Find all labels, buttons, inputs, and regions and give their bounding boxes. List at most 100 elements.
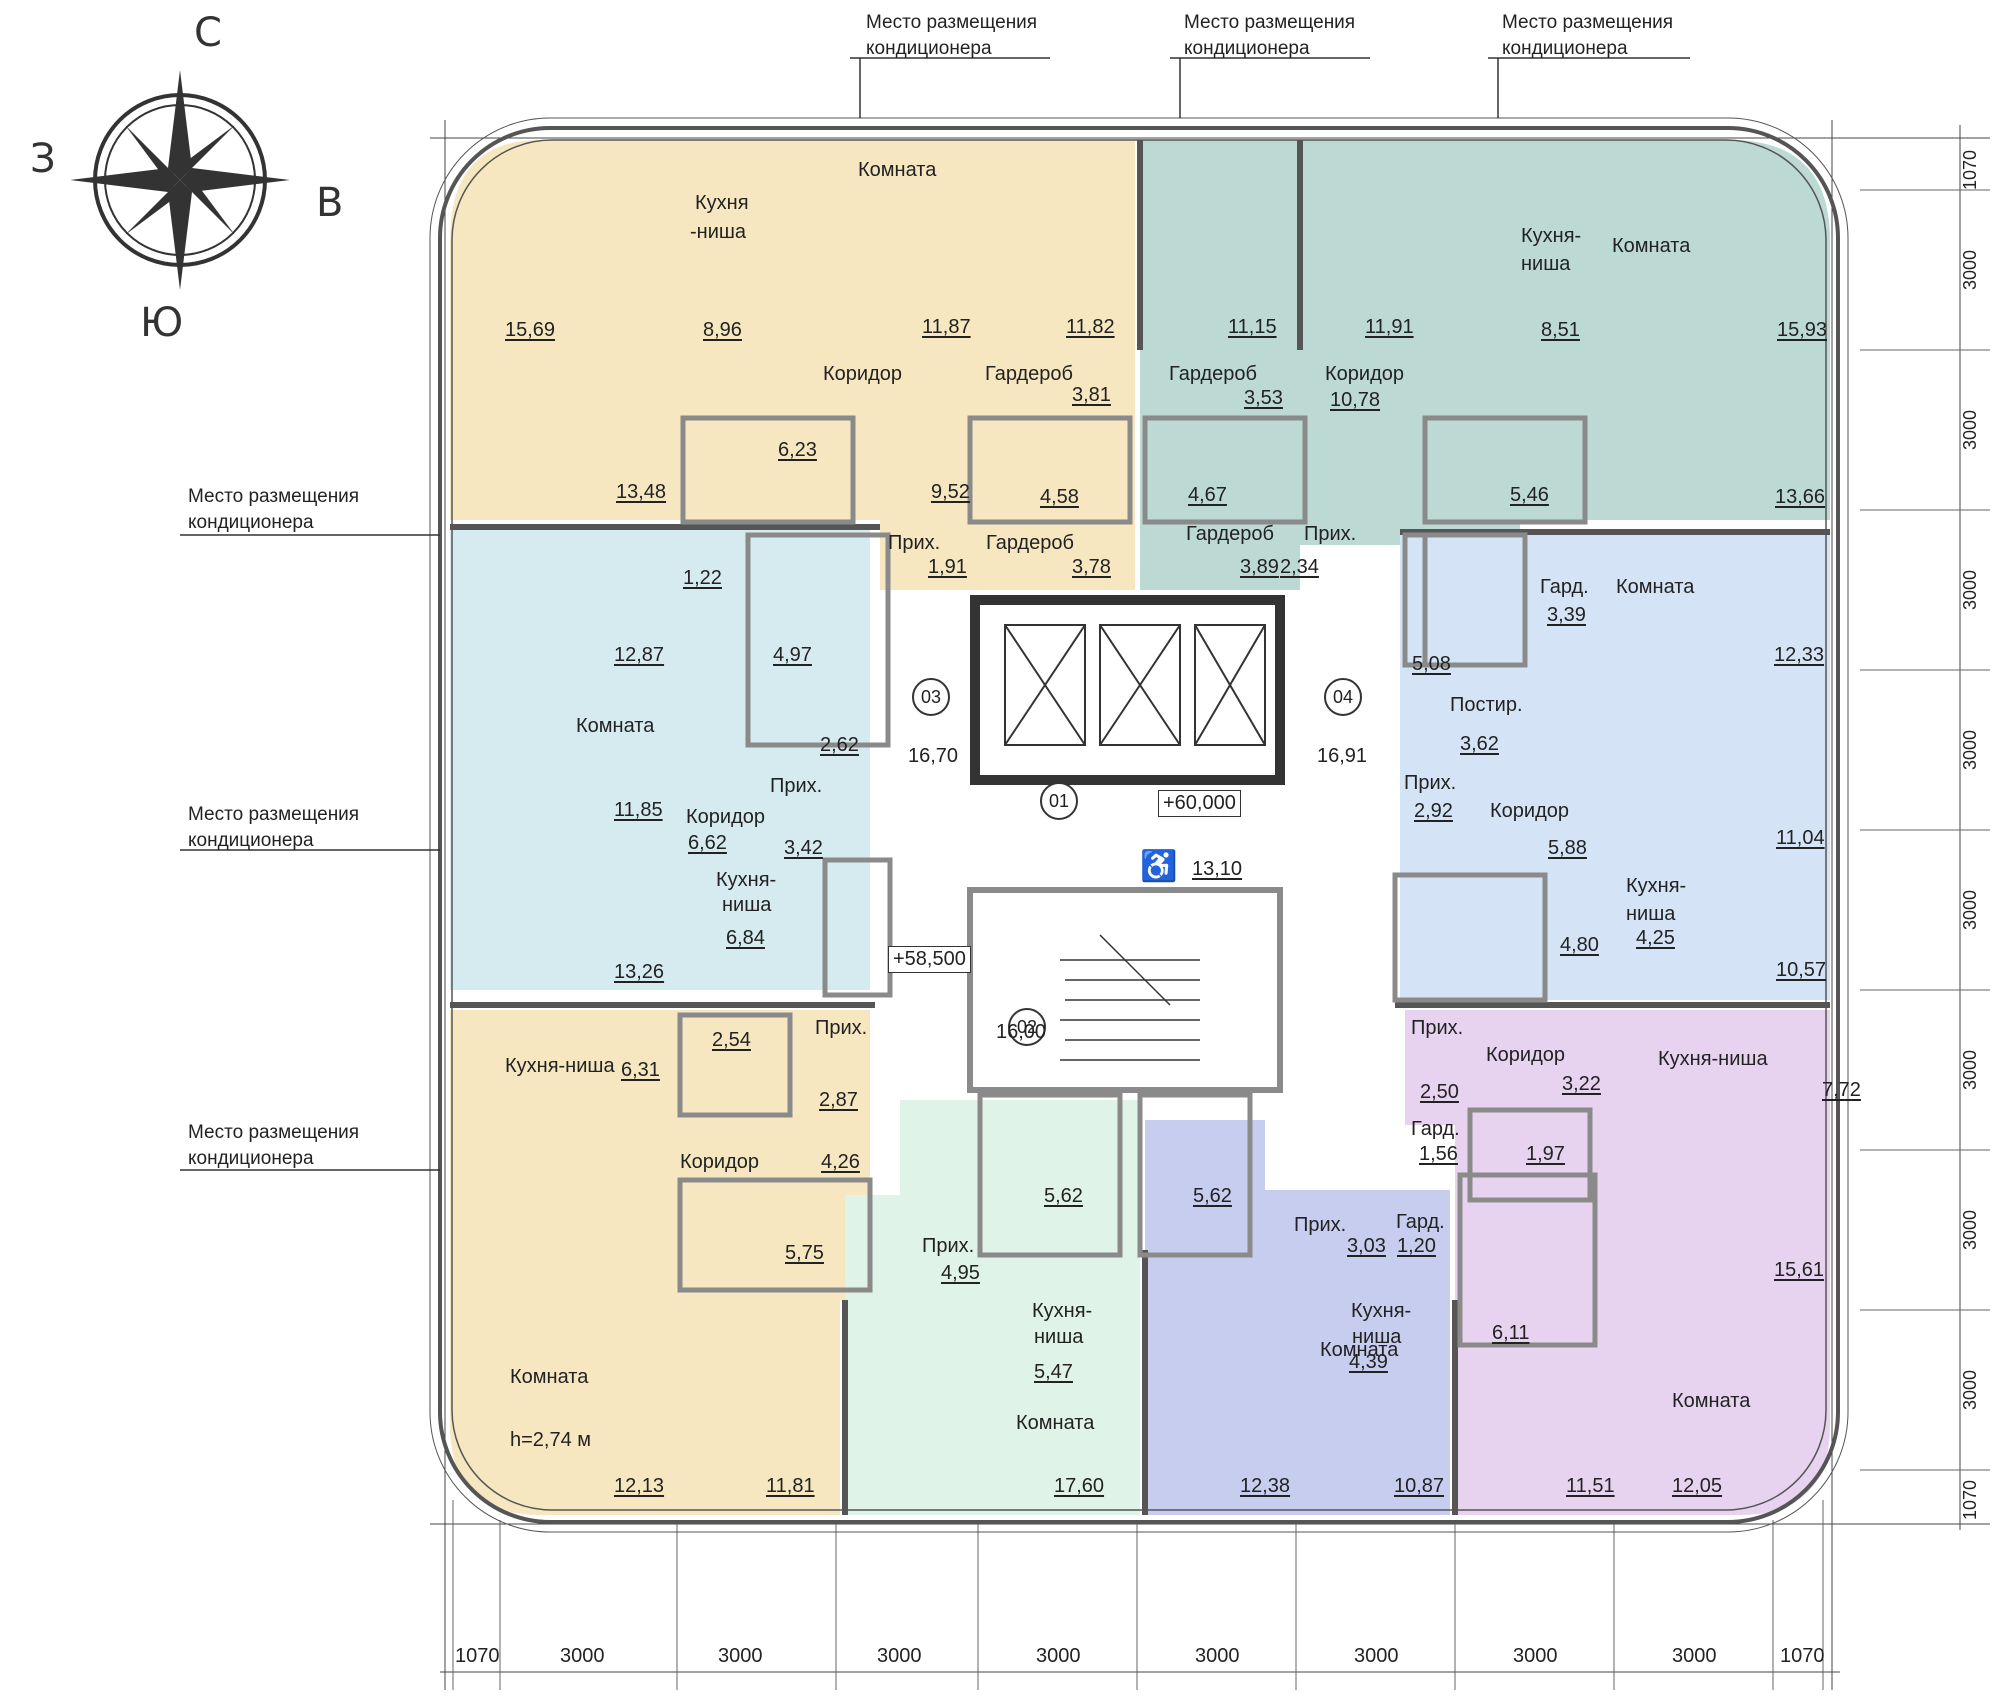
room-name: Коридор: [823, 363, 902, 385]
dim-right-7: 3000: [1960, 1209, 1980, 1250]
room-area: 2,50: [1420, 1081, 1459, 1103]
room-area: 5,47: [1034, 1361, 1073, 1383]
apt-pink-right: [1405, 1010, 1830, 1515]
room-area: 12,05: [1672, 1475, 1723, 1497]
compass-south-label: Ю: [140, 300, 184, 346]
room-area: 11,15: [1228, 316, 1277, 338]
room-name: Комната: [510, 1366, 589, 1388]
dim-bottom-0: 1070: [455, 1645, 500, 1667]
stair-marker-03: 03: [912, 678, 950, 716]
room-name: Кухня-: [716, 869, 777, 891]
room-area: 12,38: [1240, 1475, 1291, 1497]
room-name: Комната: [858, 159, 937, 181]
room-area: 3,42: [784, 837, 823, 859]
room-area: 5,75: [785, 1242, 824, 1264]
room-name: Кухня-: [1351, 1300, 1412, 1322]
room-name: Кухня-: [1626, 875, 1687, 897]
room-name: Кухня: [695, 192, 749, 214]
dim-bottom-2: 3000: [718, 1645, 763, 1667]
room-area: 13,48: [616, 481, 667, 503]
room-area: 1,20: [1397, 1235, 1436, 1257]
room-area: 12,13: [614, 1475, 665, 1497]
room-area: 4,80: [1560, 934, 1599, 956]
apt-blue-right: [1400, 535, 1830, 1000]
room-area: 1,22: [683, 567, 722, 589]
dim-bottom-5: 3000: [1195, 1645, 1240, 1667]
room-area: 1,97: [1526, 1143, 1565, 1165]
dim-right-0: 1070: [1960, 149, 1980, 190]
room-area: 11,81: [766, 1475, 815, 1497]
dim-right-8: 3000: [1960, 1369, 1980, 1410]
room-name: Прих.: [1294, 1214, 1347, 1236]
room-area: 13,10: [1192, 858, 1243, 880]
room-area: 3,81: [1072, 384, 1111, 406]
room-area: 11,04: [1776, 827, 1825, 849]
room-area: 3,89: [1240, 556, 1279, 578]
room-area: 4,67: [1188, 484, 1227, 506]
room-area: 8,51: [1541, 319, 1580, 341]
room-area: 3,78: [1072, 556, 1111, 578]
room-area: 6,62: [688, 832, 727, 854]
dim-bottom-8: 3000: [1672, 1645, 1717, 1667]
room-name: Коридор: [686, 806, 765, 828]
room-name: Коридор: [1325, 363, 1404, 385]
dim-bottom-1: 3000: [560, 1645, 605, 1667]
room-area: 15,69: [505, 319, 556, 341]
partition-walls: [677, 415, 1598, 1348]
apt-yellow-top: [450, 140, 1135, 590]
apartment-fills: [450, 140, 1830, 1515]
room-area: 12,87: [614, 644, 665, 666]
room-area: 2,34: [1280, 556, 1319, 578]
room-area: 11,91: [1365, 316, 1414, 338]
room-name: 16,00: [996, 1021, 1047, 1043]
room-name: -ниша: [690, 221, 747, 243]
room-name: ниша: [1352, 1326, 1402, 1348]
room-name: Кухня-ниша: [1658, 1048, 1768, 1070]
room-area: 6,84: [726, 927, 765, 949]
room-name: Гардероб: [985, 363, 1073, 385]
room-area: 7,72: [1822, 1079, 1861, 1101]
room-name: Гардероб: [1186, 523, 1274, 545]
room-area: 6,23: [778, 439, 817, 461]
room-name: Прих.: [770, 775, 823, 797]
room-name: ниша: [722, 894, 772, 916]
level-mark-top: +60,000: [1158, 790, 1241, 817]
dim-bottom-4: 3000: [1036, 1645, 1081, 1667]
room-name: Кухня-: [1032, 1300, 1093, 1322]
room-area: 3,39: [1547, 604, 1586, 626]
room-area: 6,31: [621, 1059, 660, 1081]
room-name: ниша: [1034, 1326, 1084, 1348]
room-name: Гард.: [1396, 1211, 1445, 1233]
room-name: Прих.: [815, 1017, 868, 1039]
room-name: Комната: [576, 715, 655, 737]
dim-bottom-9: 1070: [1780, 1645, 1825, 1667]
dim-right-9: 1070: [1960, 1479, 1980, 1520]
room-area: 15,93: [1777, 319, 1828, 341]
room-area: 11,87: [922, 316, 971, 338]
room-area: 11,85: [614, 799, 663, 821]
room-area: 2,92: [1414, 800, 1453, 822]
room-name: Коридор: [680, 1151, 759, 1173]
room-area: 4,58: [1040, 486, 1079, 508]
outer-walls: [429, 117, 1849, 1533]
room-area: 11,51: [1566, 1475, 1615, 1497]
room-name: Комната: [1612, 235, 1691, 257]
room-area: 4,26: [821, 1151, 860, 1173]
room-area: 8,96: [703, 319, 742, 341]
dim-bottom-7: 3000: [1513, 1645, 1558, 1667]
level-mark-stair: +58,500: [888, 946, 971, 973]
compass-rose: [70, 70, 290, 290]
room-area: 13,66: [1775, 486, 1826, 508]
room-name: Коридор: [1486, 1044, 1565, 1066]
dim-right-2: 3000: [1960, 409, 1980, 450]
room-name: 16,70: [908, 745, 959, 767]
room-name: Коридор: [1490, 800, 1569, 822]
room-name: Прих.: [1404, 772, 1457, 794]
room-area: 2,62: [820, 734, 859, 756]
room-area: 10,57: [1776, 959, 1827, 981]
room-area: 2,54: [712, 1029, 751, 1051]
